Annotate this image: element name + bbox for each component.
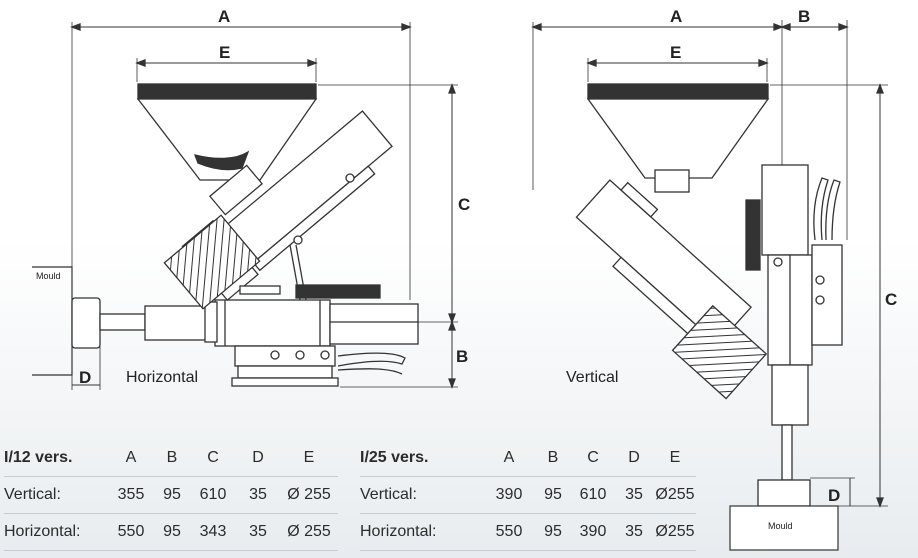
table-row: Vertical: 355 95 610 35 Ø 255 bbox=[4, 476, 338, 514]
dimension-a: A bbox=[70, 7, 412, 300]
dim-label-e: E bbox=[219, 43, 230, 62]
mould-label-vertical: Mould bbox=[768, 521, 793, 531]
table-cell: Ø 255 bbox=[280, 476, 338, 514]
dimension-e: E bbox=[135, 43, 318, 82]
dim-label-b: B bbox=[456, 347, 468, 366]
dim-label-d: D bbox=[79, 368, 91, 387]
table-cell: 35 bbox=[614, 513, 654, 551]
table-cell: 550 bbox=[484, 513, 534, 551]
dimension-a-vertical: A bbox=[531, 7, 784, 190]
column-header: D bbox=[614, 440, 654, 477]
table-cell: 95 bbox=[154, 513, 190, 551]
column-header: A bbox=[484, 440, 534, 477]
row-label: Horizontal: bbox=[360, 513, 484, 551]
table-cell: 550 bbox=[108, 513, 154, 551]
table-cell: 355 bbox=[108, 476, 154, 514]
table-cell: 610 bbox=[190, 476, 236, 514]
column-header: D bbox=[236, 440, 280, 477]
dim-label-a: A bbox=[218, 7, 230, 26]
table-row: Horizontal: 550 95 343 35 Ø 255 bbox=[4, 513, 338, 551]
table-title: I/12 vers. bbox=[4, 440, 108, 477]
mould-label-horizontal: Mould bbox=[36, 271, 61, 281]
table-row: Horizontal: 550 95 390 35 Ø255 bbox=[360, 513, 696, 551]
spec-table-i25: I/25 vers. A B C D E Vertical: 390 95 61… bbox=[360, 440, 696, 551]
table-cell: 390 bbox=[484, 476, 534, 514]
table-cell: Ø255 bbox=[654, 513, 696, 551]
column-header: E bbox=[654, 440, 696, 477]
row-label: Horizontal: bbox=[4, 513, 108, 551]
dim-label-e-vertical: E bbox=[670, 43, 681, 62]
table-cell: 35 bbox=[614, 476, 654, 514]
table-row: Vertical: 390 95 610 35 Ø255 bbox=[360, 476, 696, 514]
table-cell: 95 bbox=[154, 476, 190, 514]
table-title: I/25 vers. bbox=[360, 440, 484, 477]
table-header-row: I/12 vers. A B C D E bbox=[4, 440, 338, 477]
column-header: C bbox=[572, 440, 614, 477]
dimension-c: C bbox=[318, 83, 470, 324]
dimension-c-vertical: C bbox=[770, 83, 897, 508]
table-cell: 95 bbox=[534, 476, 572, 514]
dim-label-c: C bbox=[458, 195, 470, 214]
row-label: Vertical: bbox=[4, 476, 108, 514]
table-cell: Ø255 bbox=[654, 476, 696, 514]
mould-block-vertical: Mould bbox=[729, 505, 839, 551]
spec-table-i12: I/12 vers. A B C D E Vertical: 355 95 61… bbox=[4, 440, 338, 551]
table-cell: 35 bbox=[236, 513, 280, 551]
table-cell: 35 bbox=[236, 476, 280, 514]
dim-label-d-vertical: D bbox=[828, 486, 840, 505]
dim-label-b-vertical: B bbox=[798, 7, 810, 26]
dimension-e-vertical: E bbox=[586, 43, 769, 82]
dimension-d-vertical: D bbox=[810, 477, 855, 506]
table-cell: 390 bbox=[572, 513, 614, 551]
mould-block-horizontal: Mould bbox=[32, 266, 73, 376]
table-header-row: I/25 vers. A B C D E bbox=[360, 440, 696, 477]
dim-label-c-vertical: C bbox=[885, 290, 897, 309]
caption-vertical: Vertical bbox=[566, 369, 618, 386]
column-header: B bbox=[154, 440, 190, 477]
table-cell: 95 bbox=[534, 513, 572, 551]
horizontal-view: A E C B bbox=[32, 7, 470, 390]
vertical-view: A B E C bbox=[531, 7, 897, 551]
table-cell: 343 bbox=[190, 513, 236, 551]
dim-label-a-vertical: A bbox=[670, 7, 682, 26]
column-header: E bbox=[280, 440, 338, 477]
table-cell: Ø 255 bbox=[280, 513, 338, 551]
column-header: C bbox=[190, 440, 236, 477]
column-header: A bbox=[108, 440, 154, 477]
caption-horizontal: Horizontal bbox=[126, 369, 198, 386]
row-label: Vertical: bbox=[360, 476, 484, 514]
column-header: B bbox=[534, 440, 572, 477]
table-cell: 610 bbox=[572, 476, 614, 514]
